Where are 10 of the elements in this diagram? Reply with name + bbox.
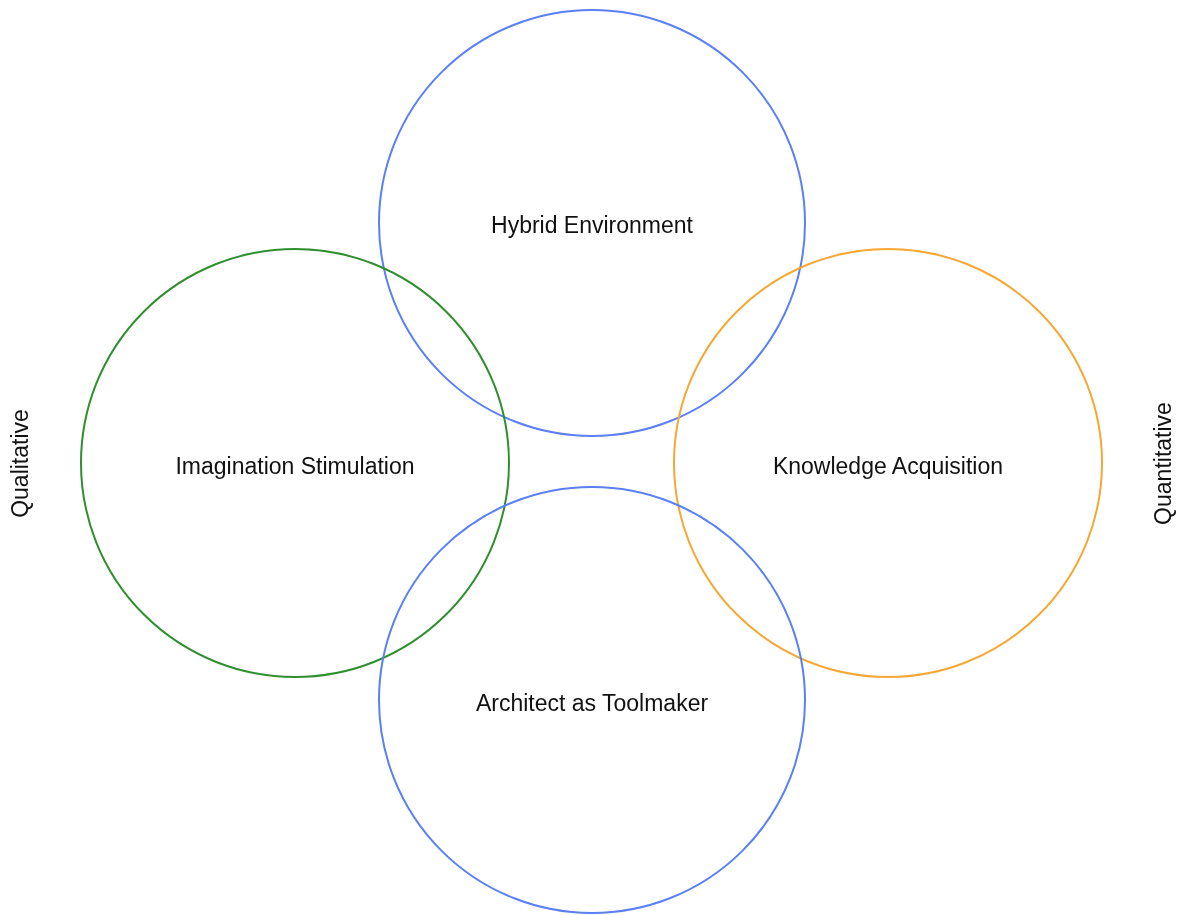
circle-label: Architect as Toolmaker [475, 689, 709, 717]
circle-label: Knowledge Acquisition [772, 452, 1004, 480]
circle [673, 248, 1103, 678]
circle [378, 9, 806, 437]
circle-label: Imagination Stimulation [175, 452, 415, 480]
circle [80, 248, 510, 678]
circle-label: Hybrid Environment [491, 211, 693, 239]
axis-label: Qualitative [6, 408, 34, 518]
axis-label: Quantitative [1149, 401, 1177, 525]
circle [378, 486, 806, 914]
